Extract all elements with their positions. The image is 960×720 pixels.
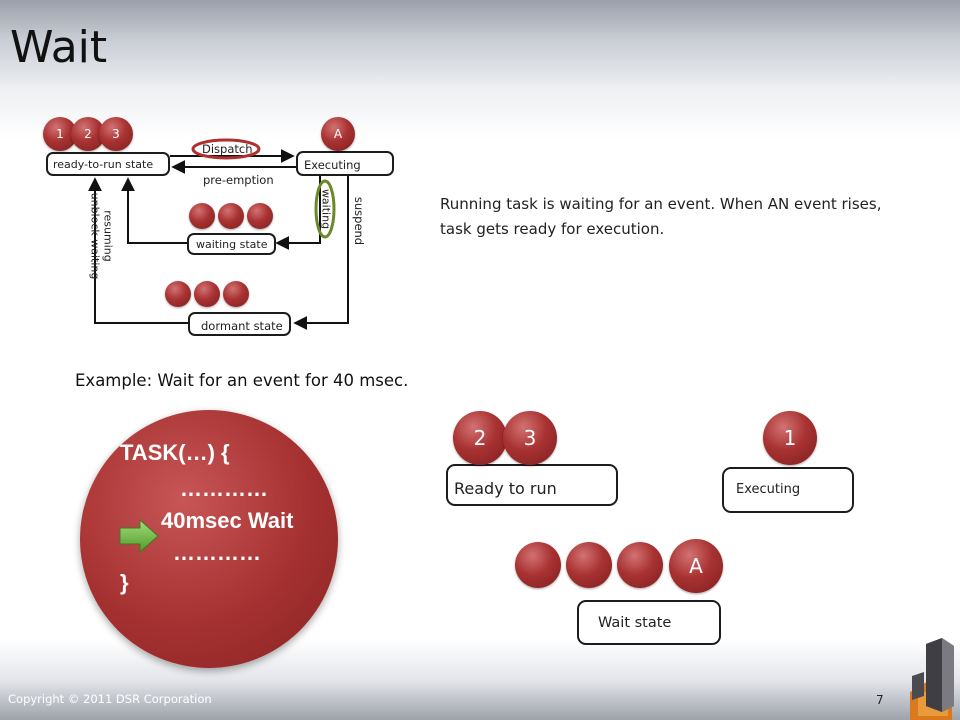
ready-to-run-box: Ready to run	[446, 464, 618, 506]
ready-state-box: ready-to-run state	[46, 152, 170, 176]
dormant-state-label: dormant state	[201, 319, 283, 333]
example-text: Example: Wait for an event for 40 msec.	[75, 371, 409, 390]
resuming-arrow	[88, 177, 188, 324]
wait-task-ball	[617, 542, 663, 588]
dispatch-highlight	[191, 138, 261, 160]
current-line-arrow-icon	[119, 518, 159, 554]
dispatch-label: Dispatch	[202, 142, 253, 156]
waiting-task-ball	[189, 203, 215, 229]
ready-task-ball-2-large: 2	[453, 411, 507, 465]
page-number: 7	[876, 693, 884, 707]
description-text: Running task is waiting for an event. Wh…	[440, 195, 882, 238]
code-line-2: …………	[180, 476, 268, 501]
executing-box: Executing	[722, 467, 854, 513]
wait-task-ball	[515, 542, 561, 588]
company-logo-icon	[910, 638, 954, 720]
waiting-arrow	[275, 176, 321, 250]
suspend-arrow	[293, 176, 349, 330]
ready-state-label: ready-to-run state	[53, 158, 154, 171]
waiting-state-box: waiting state	[187, 233, 276, 255]
preemption-label: pre-emption	[203, 173, 274, 187]
code-line-4: …………	[173, 540, 261, 565]
executing-task-ball-1-large: 1	[763, 411, 817, 465]
waiting-task-ball	[218, 203, 244, 229]
executing-label: Executing	[736, 482, 801, 497]
executing-task-ball: A	[321, 117, 355, 151]
suspend-label: suspend	[352, 196, 366, 246]
wait-state-box: Wait state	[577, 600, 721, 645]
code-line-1: TASK(…) {	[120, 440, 230, 465]
code-line-3: 40msec Wait	[161, 508, 294, 533]
executing-state-box: Executing	[296, 151, 394, 176]
dormant-task-ball	[165, 281, 191, 307]
waiting-state-label: waiting state	[196, 238, 268, 251]
ready-task-ball-3: 3	[99, 117, 133, 151]
wait-task-ball	[566, 542, 612, 588]
waiting-task-ball	[247, 203, 273, 229]
ready-to-run-label: Ready to run	[454, 479, 557, 498]
copyright-text: Copyright © 2011 DSR Corporation	[8, 692, 212, 706]
unblock-waiting-label: unblock waiting	[88, 192, 102, 280]
executing-state-label: Executing	[304, 158, 361, 172]
ready-task-ball-3-large: 3	[503, 411, 557, 465]
dormant-task-ball	[194, 281, 220, 307]
resuming-label: resuming	[101, 210, 115, 262]
dormant-task-ball	[223, 281, 249, 307]
slide-title: Wait	[10, 22, 108, 73]
dormant-state-box: dormant state	[188, 312, 291, 336]
waiting-label: waiting	[319, 188, 333, 230]
waiting-highlight	[314, 179, 336, 239]
wait-state-label: Wait state	[598, 615, 672, 631]
code-line-5: }	[120, 570, 129, 595]
unblock-waiting-arrow	[121, 177, 187, 244]
wait-task-ball-a-large: A	[669, 539, 723, 593]
